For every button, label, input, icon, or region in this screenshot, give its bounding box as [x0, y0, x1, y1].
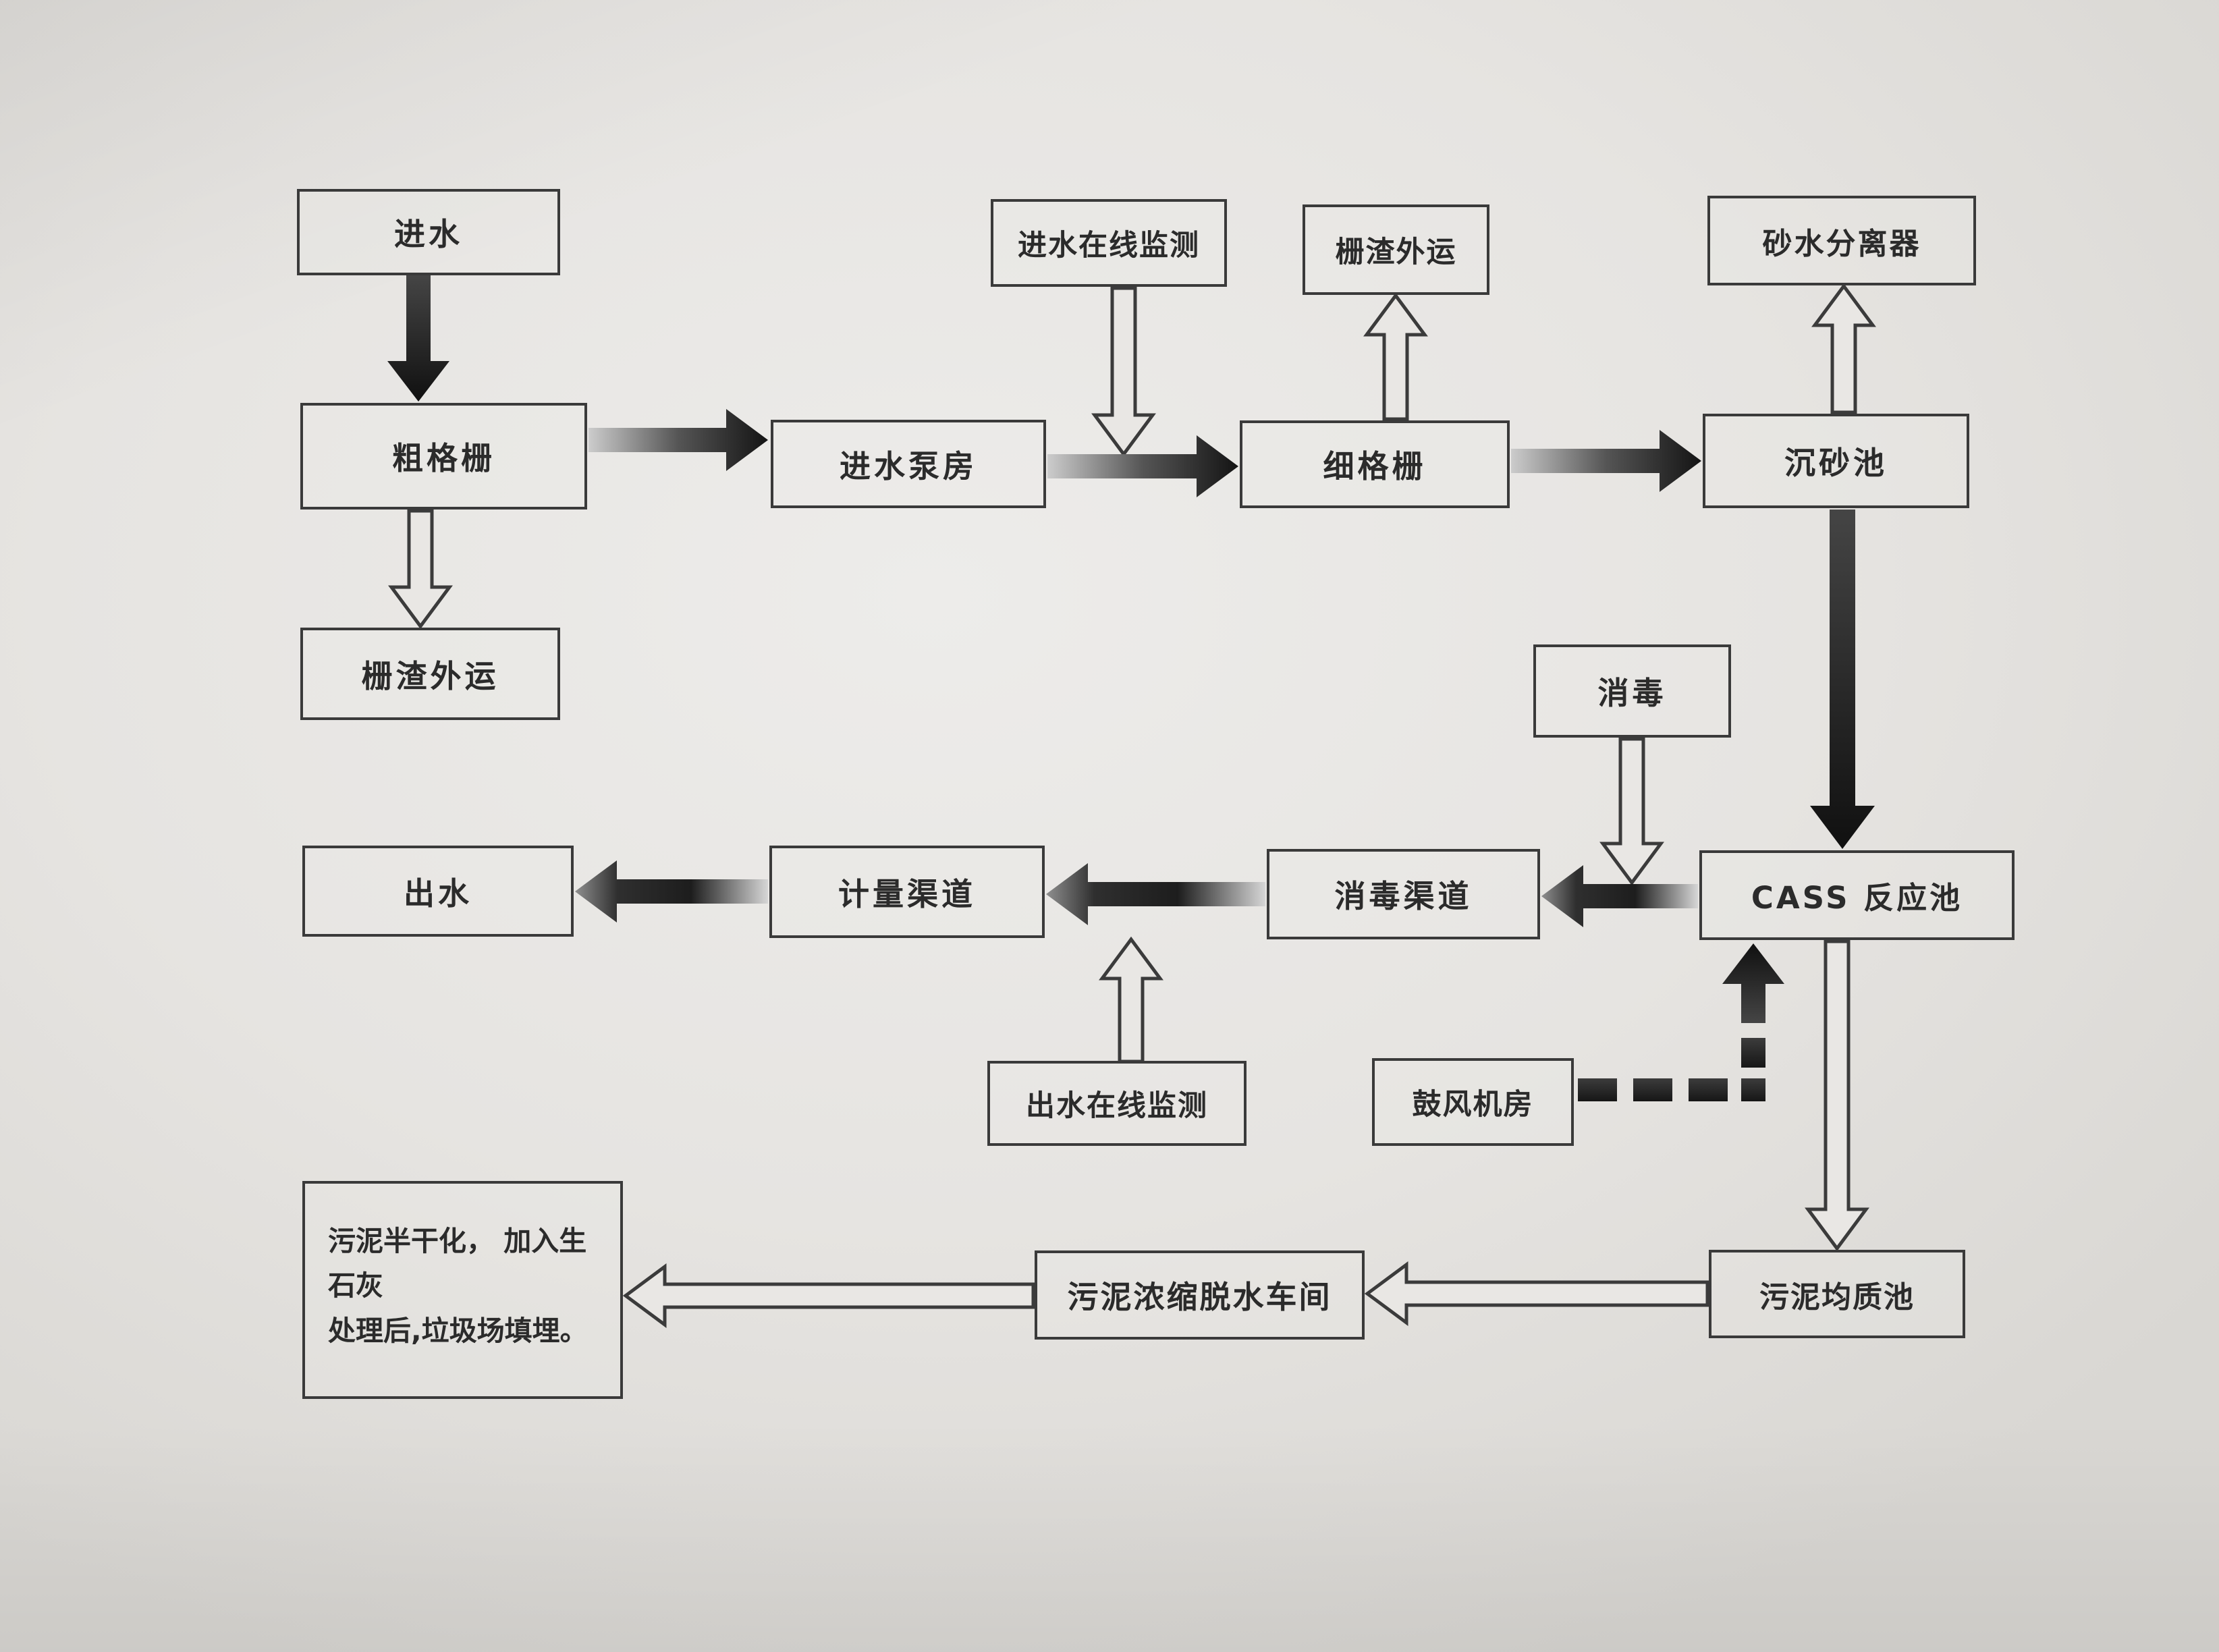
node-fine-screen-label: 细格栅 [1323, 448, 1427, 485]
node-grit-chamber-label: 沉砂池 [1784, 445, 1888, 481]
node-influent-pump-station-label: 进水泵房 [840, 447, 977, 485]
node-fine-screen: 细格栅 [1240, 420, 1510, 508]
arrow-grit-chamber-to-cass [1810, 510, 1875, 849]
arrow-disinfection-to-line [1599, 737, 1664, 886]
node-sludge-homogenization-tank: 污泥均质池 [1709, 1250, 1965, 1338]
arrow-grit-chamber-to-separator [1811, 283, 1876, 414]
blower-air-line-dash [1741, 1038, 1765, 1068]
node-influent-label: 进水 [394, 216, 463, 252]
node-disinfection-label: 消毒 [1597, 675, 1667, 711]
node-screenings-haul-top-label: 栅渣外运 [1335, 236, 1457, 269]
node-screenings-haul-left: 栅渣外运 [300, 628, 560, 720]
node-blower-room-label: 鼓风机房 [1412, 1088, 1534, 1122]
node-sludge-dewatering-workshop-label: 污泥浓缩脱水车间 [1067, 1279, 1332, 1315]
node-sand-water-separator: 砂水分离器 [1707, 196, 1976, 285]
arrow-metering-to-effluent [575, 860, 768, 923]
arrow-disinfection-to-metering [1046, 863, 1265, 925]
node-cass-reactor-label: CASS 反应池 [1751, 880, 1963, 916]
node-influent-online-monitor-label: 进水在线监测 [1018, 229, 1200, 263]
blower-air-line-dash [1689, 1078, 1728, 1101]
arrow-fine-screen-to-grit-chamber [1511, 430, 1701, 492]
node-influent-pump-station: 进水泵房 [771, 420, 1046, 508]
arrow-dewatering-to-note [622, 1263, 1035, 1328]
node-metering-channel-label: 计量渠道 [838, 875, 976, 912]
node-screenings-haul-left-label: 栅渣外运 [361, 657, 499, 694]
node-disinfection: 消毒 [1533, 644, 1731, 738]
node-coarse-screen: 粗格栅 [300, 403, 587, 510]
arrow-coarse-screen-to-pump-station [588, 409, 768, 471]
node-influent-online-monitor: 进水在线监测 [991, 199, 1227, 287]
node-grit-chamber: 沉砂池 [1703, 414, 1969, 508]
node-cass-reactor: CASS 反应池 [1699, 850, 2015, 940]
node-metering-channel: 计量渠道 [769, 846, 1045, 938]
arrow-coarse-screen-to-screenings [388, 509, 453, 630]
node-screenings-haul-top: 栅渣外运 [1303, 204, 1489, 295]
node-sludge-homogenization-tank-label: 污泥均质池 [1759, 1279, 1915, 1315]
node-disinfection-channel-label: 消毒渠道 [1334, 878, 1473, 914]
arrow-sludge-tank-to-dewatering [1364, 1261, 1709, 1326]
arrow-influent-to-coarse-screen [387, 275, 449, 402]
node-effluent-label: 出水 [404, 875, 472, 912]
blower-air-line-dash [1578, 1078, 1617, 1101]
arrow-effluent-monitor-to-metering [1099, 936, 1163, 1064]
node-effluent-online-monitor-label: 出水在线监测 [1026, 1089, 1208, 1123]
node-effluent: 出水 [302, 846, 574, 937]
node-sludge-disposal-note: 污泥半干化， 加入生石灰 处理后,垃圾场填埋。 [302, 1181, 623, 1399]
arrow-influent-monitor-to-line [1091, 286, 1156, 458]
arrow-pump-station-to-fine-screen [1047, 435, 1238, 497]
blower-air-line-corner-dash [1741, 1078, 1765, 1101]
arrow-cass-to-sludge-tank [1805, 939, 1869, 1252]
node-effluent-online-monitor: 出水在线监测 [987, 1061, 1247, 1146]
node-influent: 进水 [297, 189, 560, 275]
node-blower-room: 鼓风机房 [1372, 1058, 1574, 1146]
node-disinfection-channel: 消毒渠道 [1267, 849, 1540, 939]
node-coarse-screen-label: 粗格栅 [392, 440, 495, 476]
arrow-fine-screen-to-screenings [1363, 292, 1428, 421]
node-sludge-dewatering-workshop: 污泥浓缩脱水车间 [1035, 1250, 1365, 1340]
blower-air-line-dash [1633, 1078, 1672, 1101]
arrow-blower-to-cass [1722, 943, 1784, 1023]
arrow-cass-to-disinfection-channel [1541, 865, 1698, 927]
node-sand-water-separator-label: 砂水分离器 [1762, 226, 1921, 261]
